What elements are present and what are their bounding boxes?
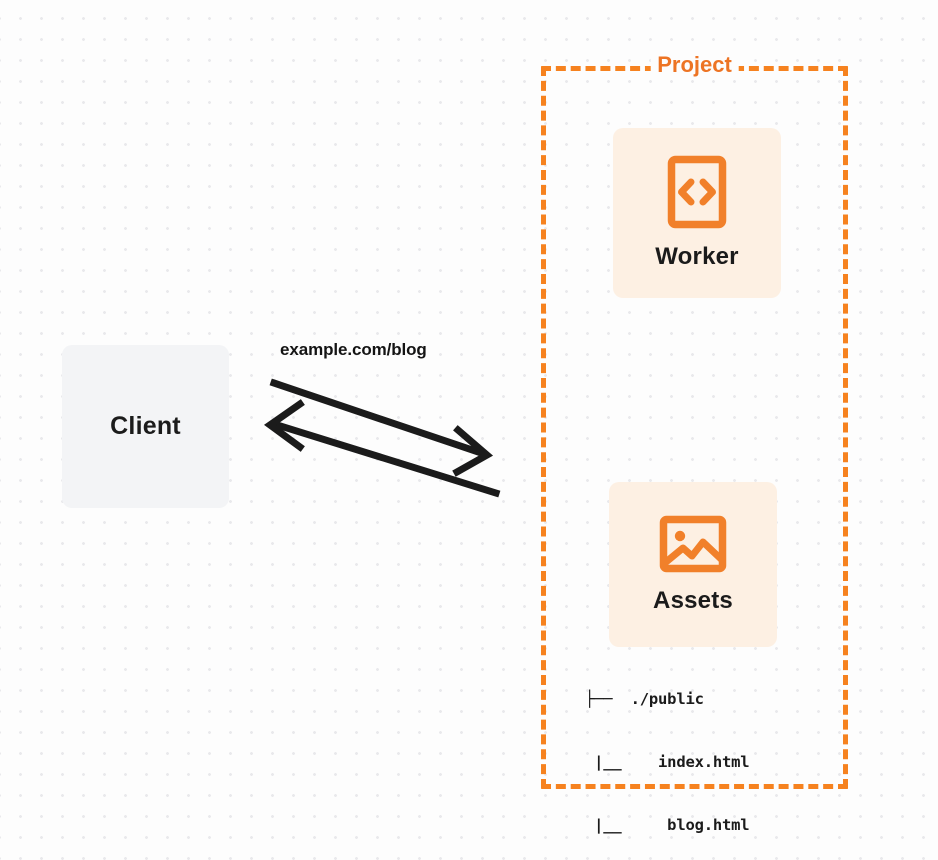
arrow-response bbox=[263, 399, 501, 498]
node-worker[interactable]: Worker bbox=[613, 128, 781, 298]
node-assets-label: Assets bbox=[653, 586, 733, 614]
container-project: Project Worker Assets bbox=[541, 52, 848, 834]
assets-file-tree: ├── ./public |__ index.html |__ blog.htm… bbox=[585, 647, 750, 860]
edge-label-request-url: example.com/blog bbox=[280, 340, 427, 359]
file-tree-line: |__ index.html bbox=[585, 753, 750, 771]
node-client[interactable]: Client bbox=[62, 345, 229, 508]
node-client-label: Client bbox=[110, 412, 181, 440]
node-assets[interactable]: Assets bbox=[609, 482, 777, 647]
arrow-request bbox=[269, 378, 494, 477]
image-icon bbox=[659, 515, 727, 573]
node-worker-label: Worker bbox=[655, 243, 739, 270]
file-tree-line: |__ blog.html bbox=[585, 816, 750, 834]
file-tree-line: ├── ./public bbox=[585, 690, 704, 708]
code-brackets-icon bbox=[667, 155, 727, 229]
container-project-title: Project bbox=[650, 52, 739, 78]
